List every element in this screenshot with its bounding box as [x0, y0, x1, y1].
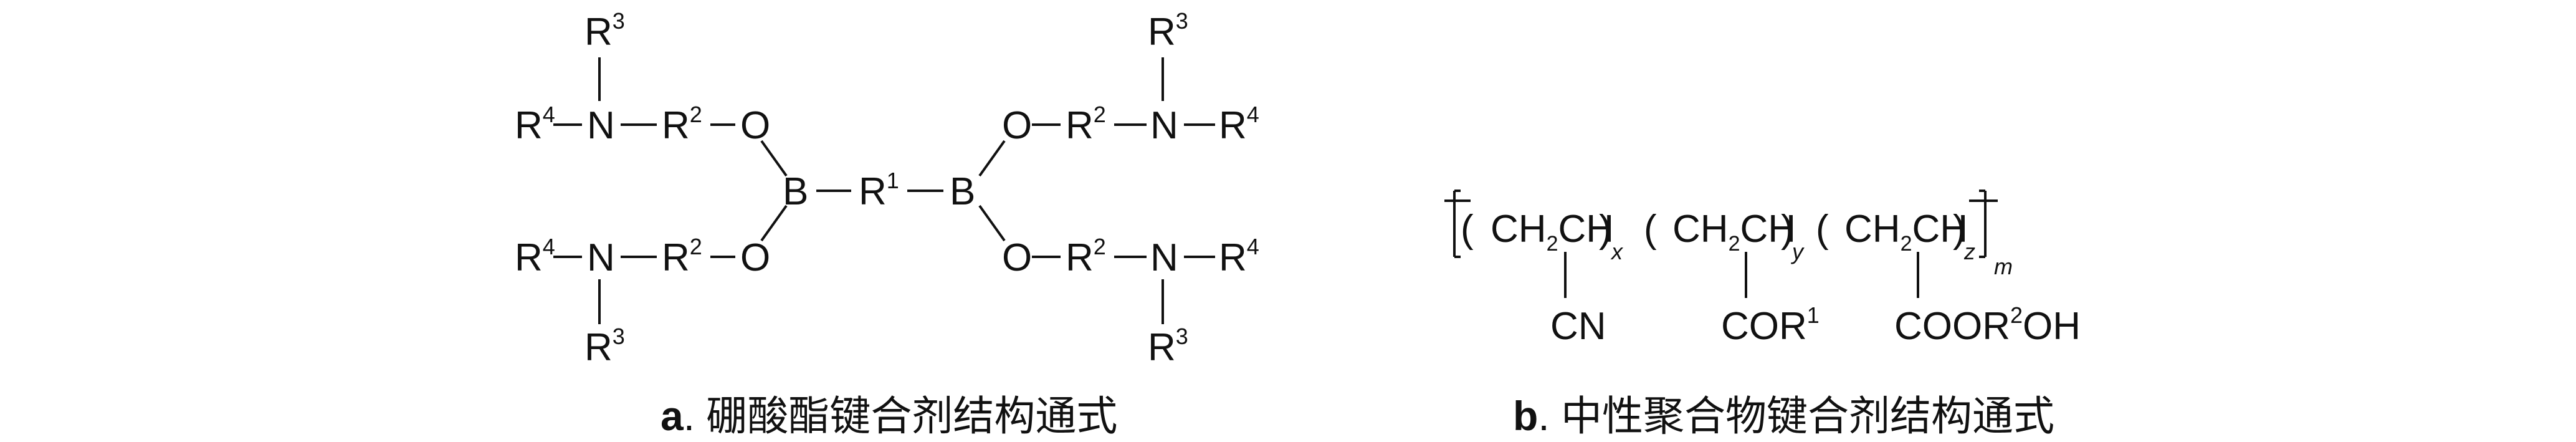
central-bridge: B R1 B	[783, 168, 975, 213]
atom-b: B	[950, 170, 975, 213]
top-left-amine: R3 R4 N R2 O	[515, 8, 770, 147]
neutral-polymer-structure: m ( CH2CH ) x CN ( CH2CH ) y COR1 ( CH2C…	[1444, 190, 2081, 348]
bottom-right-amine: O R2 N R4 R3	[1002, 234, 1259, 369]
unit-acrylonitrile: ( CH2CH ) x CN	[1461, 208, 1624, 348]
bottom-left-amine: R4 N R2 O R3	[515, 234, 770, 369]
bond	[760, 204, 788, 242]
paren-close: )	[1599, 208, 1612, 251]
open-bracket	[1453, 190, 1461, 258]
unit-acyl: ( CH2CH ) y COR1	[1644, 208, 1820, 348]
group-cn: CN	[1550, 305, 1606, 348]
atom-r2: R2	[1066, 234, 1106, 279]
atom-r3: R3	[584, 324, 625, 369]
group-ch2: CH2CH	[1491, 208, 1614, 256]
bond	[760, 140, 788, 177]
subscript-y: y	[1790, 239, 1805, 264]
group-cor: COR1	[1721, 302, 1820, 348]
borate-ester-structure: R3 R4 N R2 O R4 N R2 O R3 B	[515, 8, 1259, 369]
subscript-z: z	[1963, 239, 1975, 264]
atom-n: N	[1150, 104, 1178, 147]
atom-n: N	[1150, 236, 1178, 279]
atom-n: N	[587, 104, 615, 147]
atom-o: O	[1002, 104, 1032, 147]
group-ch2: CH2CH	[1844, 208, 1968, 256]
atom-r3: R3	[584, 8, 625, 54]
caption-b: b. 中性聚合物键合剂结构通式	[1513, 393, 2054, 439]
paren-close: )	[1953, 208, 1966, 251]
atom-r4: R4	[1219, 102, 1259, 147]
atom-r3: R3	[1148, 324, 1188, 369]
paren-open: (	[1644, 208, 1657, 251]
atom-r4: R4	[515, 102, 555, 147]
atom-r3: R3	[1148, 8, 1188, 54]
atom-r4: R4	[515, 234, 555, 279]
paren-open: (	[1816, 208, 1829, 251]
atom-b: B	[783, 170, 808, 213]
atom-r4: R4	[1219, 234, 1259, 279]
bond	[978, 204, 1006, 242]
atom-o: O	[740, 104, 770, 147]
group-coor-oh: COOR2OH	[1894, 302, 2081, 348]
atom-o: O	[1002, 236, 1032, 279]
top-right-amine: O R2 N R4 R3	[1002, 8, 1259, 147]
atom-r2: R2	[1066, 102, 1106, 147]
unit-hydroxyester: ( CH2CH ) z COOR2OH	[1816, 208, 2081, 348]
atom-n: N	[587, 236, 615, 279]
paren-open: (	[1461, 208, 1474, 251]
atom-r2: R2	[662, 234, 702, 279]
caption-a: a. 硼酸酯键合剂结构通式	[661, 393, 1117, 439]
atom-o: O	[740, 236, 770, 279]
group-ch2: CH2CH	[1672, 208, 1796, 256]
subscript-x: x	[1610, 239, 1624, 264]
subscript-m: m	[1994, 254, 2013, 279]
paren-close: )	[1781, 208, 1794, 251]
atom-r1: R1	[859, 168, 899, 213]
atom-r2: R2	[662, 102, 702, 147]
bond	[978, 140, 1006, 177]
